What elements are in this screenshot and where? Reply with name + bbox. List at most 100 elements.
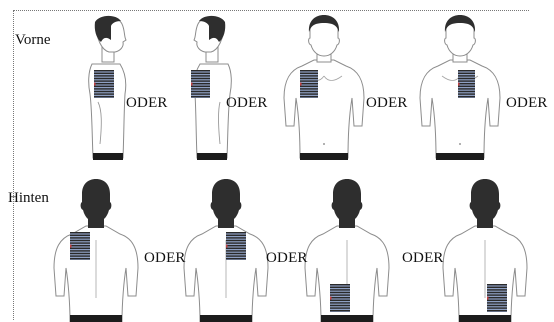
electrode-pad-stripe	[226, 250, 246, 252]
frame-top-border	[13, 10, 529, 11]
or-label-back-2: ODER	[266, 250, 308, 266]
electrode-pad-connector	[94, 82, 96, 86]
electrode-pad-stripe	[487, 284, 507, 286]
electrode-pad-stripe	[191, 90, 210, 93]
electrode-pad-stripe	[226, 255, 246, 257]
electrode-pad-stripe	[300, 70, 318, 72]
or-label-front-1: ODER	[126, 95, 168, 111]
electrode-pad-stripe	[458, 85, 475, 87]
electrode-pad-stripe	[458, 80, 475, 82]
electrode-pad-stripe	[191, 93, 210, 95]
electrode-pad-stripe	[330, 299, 350, 301]
electrode-pad-stripe	[94, 93, 114, 95]
frame-left-border	[13, 10, 14, 320]
electrode-pad-stripe	[458, 90, 475, 93]
electrode-pad-stripe	[70, 255, 90, 257]
front-figure-4	[419, 15, 501, 160]
electrode-pad-stripe	[191, 70, 210, 72]
electrode-pad-connector	[191, 82, 193, 86]
electrode-pad-stripe	[191, 96, 210, 98]
electrode-pad-stripe	[487, 302, 507, 304]
or-label-back-1: ODER	[144, 250, 186, 266]
or-label-front-4: ODER	[506, 95, 548, 111]
electrode-pad-stripe	[191, 77, 210, 80]
electrode-pad-connector	[458, 82, 460, 86]
or-label-front-2: ODER	[226, 95, 268, 111]
electrode-pad-stripe	[70, 250, 90, 252]
pad-front-2	[191, 70, 210, 98]
electrode-pad-stripe	[300, 77, 318, 80]
electrode-pad-stripe	[94, 75, 114, 77]
section-label-front: Vorne	[15, 32, 51, 48]
electrode-pad-stripe	[191, 88, 210, 90]
electrode-pad-stripe	[70, 247, 90, 249]
electrode-pad-stripe	[94, 90, 114, 93]
electrode-pad-stripe	[70, 258, 90, 260]
electrode-pad-stripe	[94, 85, 114, 87]
electrode-pad-stripe	[458, 93, 475, 95]
back-figure-2	[183, 179, 269, 322]
pad-back-3	[330, 284, 350, 312]
electrode-pad-stripe	[226, 234, 246, 236]
electrode-pad-stripe	[330, 304, 350, 307]
electrode-pad-stripe	[487, 310, 507, 312]
electrode-pad-connector	[300, 82, 302, 86]
electrode-pad-stripe	[300, 90, 318, 93]
electrode-pad-stripe	[330, 310, 350, 312]
front-figure-3	[283, 15, 365, 160]
electrode-pad-stripe	[94, 77, 114, 80]
pad-front-3	[300, 70, 318, 98]
electrode-pad-connector	[330, 296, 332, 300]
electrode-pad-stripe	[458, 88, 475, 90]
electrode-pad-stripe	[226, 245, 246, 247]
electrode-pad-stripe	[226, 237, 246, 239]
electrode-pad-stripe	[191, 85, 210, 87]
electrode-pad-stripe	[191, 75, 210, 77]
electrode-pad-connector	[70, 244, 72, 248]
pad-front-4	[458, 70, 475, 98]
electrode-pad-stripe	[300, 72, 318, 74]
electrode-pad-stripe	[487, 286, 507, 288]
or-label-front-3: ODER	[366, 95, 408, 111]
electrode-pad-stripe	[226, 232, 246, 234]
electrode-pad-stripe	[94, 70, 114, 72]
electrode-pad-connector	[487, 296, 489, 300]
back-figure-1	[53, 179, 139, 322]
electrode-pad-stripe	[487, 304, 507, 307]
electrode-pad-stripe	[330, 291, 350, 294]
electrode-pad-stripe	[330, 307, 350, 309]
electrode-pad-stripe	[300, 85, 318, 87]
electrode-pad-stripe	[458, 75, 475, 77]
electrode-pad-stripe	[70, 239, 90, 242]
pad-front-1	[94, 70, 114, 98]
electrode-pad-stripe	[226, 242, 246, 244]
electrode-pad-stripe	[70, 242, 90, 244]
electrode-pad-stripe	[487, 307, 507, 309]
electrode-pad-stripe	[300, 96, 318, 98]
electrode-pad-stripe	[487, 294, 507, 296]
electrode-pad-stripe	[487, 289, 507, 291]
electrode-pad-stripe	[191, 80, 210, 82]
electrode-pad-stripe	[330, 286, 350, 288]
electrode-pad-stripe	[330, 284, 350, 286]
electrode-pad-stripe	[191, 83, 210, 85]
electrode-pad-stripe	[458, 70, 475, 72]
electrode-pad-stripe	[330, 297, 350, 299]
electrode-pad-stripe	[458, 83, 475, 85]
electrode-pad-stripe	[330, 289, 350, 291]
electrode-pad-stripe	[70, 245, 90, 247]
electrode-pad-stripe	[300, 93, 318, 95]
electrode-pad-stripe	[94, 96, 114, 98]
electrode-pad-stripe	[487, 291, 507, 294]
or-label-back-3: ODER	[402, 250, 444, 266]
electrode-pad-stripe	[330, 302, 350, 304]
electrode-pad-stripe	[94, 72, 114, 74]
electrode-pad-stripe	[70, 252, 90, 255]
back-figure-3	[304, 179, 390, 322]
electrode-pad-stripe	[94, 83, 114, 85]
electrode-pad-stripe	[300, 83, 318, 85]
electrode-pad-stripe	[94, 88, 114, 90]
electrode-pad-stripe	[300, 75, 318, 77]
pad-back-2	[226, 232, 246, 260]
electrode-pad-stripe	[70, 232, 90, 234]
